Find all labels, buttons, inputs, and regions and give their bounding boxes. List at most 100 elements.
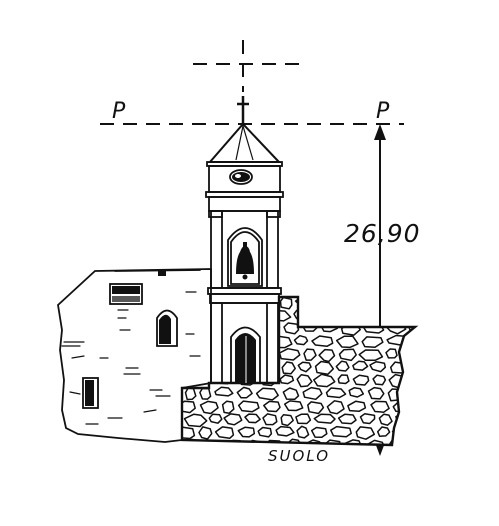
- wall-stone: [182, 297, 195, 310]
- wall-stone: [232, 297, 256, 308]
- reference-plane: [100, 40, 404, 125]
- wall-stone: [318, 348, 336, 363]
- wall-stone: [258, 322, 281, 332]
- wall-stone: [214, 426, 235, 440]
- wall-stone: [378, 413, 393, 426]
- plane-label-right: P: [376, 99, 390, 124]
- wall-stone: [309, 308, 332, 322]
- wall-stone: [280, 414, 294, 427]
- wall-stone: [263, 400, 281, 413]
- tower-door-arch: [230, 326, 261, 383]
- wall-stone: [293, 334, 309, 346]
- wall-stone: [247, 309, 266, 322]
- wall-stone: [335, 335, 359, 349]
- wall-stone: [214, 386, 234, 397]
- wall-stone: [275, 425, 295, 437]
- wall-stone: [370, 400, 390, 413]
- wall-stone: [221, 400, 235, 414]
- wall-stone: [418, 401, 435, 413]
- wall-stone: [302, 386, 323, 401]
- wall-stone: [359, 413, 376, 425]
- wall-stone: [184, 387, 197, 401]
- wall-stone: [257, 426, 273, 438]
- wall-stone: [347, 400, 367, 413]
- wall-stone: [199, 400, 219, 415]
- wall-stone: [198, 426, 213, 440]
- belfry-arch: [227, 227, 263, 287]
- wall-stone: [408, 322, 415, 335]
- wall-stone: [196, 347, 210, 360]
- wall-stone: [313, 413, 336, 424]
- wall-stone: [223, 413, 243, 426]
- wall-stone: [255, 387, 279, 401]
- wall-stone: [237, 400, 260, 413]
- wall-stone: [337, 374, 350, 385]
- wall-stone: [208, 413, 223, 424]
- wall-stone: [375, 309, 392, 320]
- wall-stone: [394, 309, 414, 319]
- wall-stone: [316, 297, 335, 310]
- wall-stone: [184, 309, 200, 322]
- wall-stone: [352, 374, 370, 386]
- stone-masonry-wall: [180, 295, 439, 447]
- wall-stone: [295, 413, 312, 425]
- wall-stone: [401, 348, 415, 361]
- wall-stone: [361, 336, 384, 349]
- wall-stone: [296, 425, 310, 439]
- wall-stone: [418, 297, 430, 308]
- wall-stone: [343, 439, 364, 445]
- ground-label: SUOLO: [268, 447, 330, 465]
- wall-stone: [413, 361, 415, 373]
- wall-stone: [303, 348, 317, 361]
- wall-stone: [244, 413, 261, 424]
- wall-stone: [393, 297, 415, 309]
- wall-stone: [355, 426, 376, 440]
- wall-stone: [314, 360, 335, 376]
- wall-stone: [333, 309, 347, 321]
- wall-stone: [297, 361, 312, 373]
- wall-stone: [367, 439, 386, 445]
- wall-stone: [183, 413, 208, 428]
- wall-stone: [352, 360, 369, 371]
- wall-stone: [296, 374, 313, 388]
- wall-stone: [197, 297, 212, 306]
- wall-stone: [325, 387, 347, 399]
- wall-stone: [403, 438, 415, 445]
- bell-tower: [205, 122, 284, 384]
- wall-stone: [236, 386, 253, 399]
- wall-stone: [338, 348, 357, 362]
- wall-stone: [310, 426, 328, 438]
- wall-stone: [200, 309, 220, 322]
- wall-stone: [311, 335, 334, 348]
- wall-stone: [283, 400, 304, 412]
- wall-stone: [376, 426, 391, 437]
- wall-stone: [262, 413, 278, 426]
- wall-stone: [409, 374, 415, 386]
- wall-stone: [326, 400, 345, 415]
- height-dimension-label: 26,90: [344, 219, 421, 248]
- house-building: [57, 268, 212, 443]
- wall-stone: [369, 361, 387, 373]
- wall-stone: [313, 373, 336, 388]
- wall-stone: [372, 374, 387, 386]
- wall-stone: [182, 322, 195, 333]
- wall-stone: [196, 323, 218, 336]
- wall-stone: [182, 400, 196, 414]
- wall-stone: [183, 335, 200, 351]
- wall-stone: [348, 387, 365, 398]
- wall-stone: [417, 310, 439, 319]
- bell: [236, 246, 254, 274]
- wall-stone: [182, 374, 189, 387]
- wall-stone: [199, 387, 212, 400]
- wall-stone: [221, 309, 244, 322]
- wall-stone: [283, 322, 300, 335]
- wall-stone: [182, 426, 196, 440]
- wall-stone: [410, 413, 415, 428]
- wall-stone: [350, 309, 372, 323]
- wall-stone: [278, 347, 301, 361]
- wall-stone: [279, 297, 293, 310]
- plane-label-left: P: [112, 99, 126, 124]
- wall-stone: [335, 297, 356, 309]
- wall-stone: [367, 386, 385, 400]
